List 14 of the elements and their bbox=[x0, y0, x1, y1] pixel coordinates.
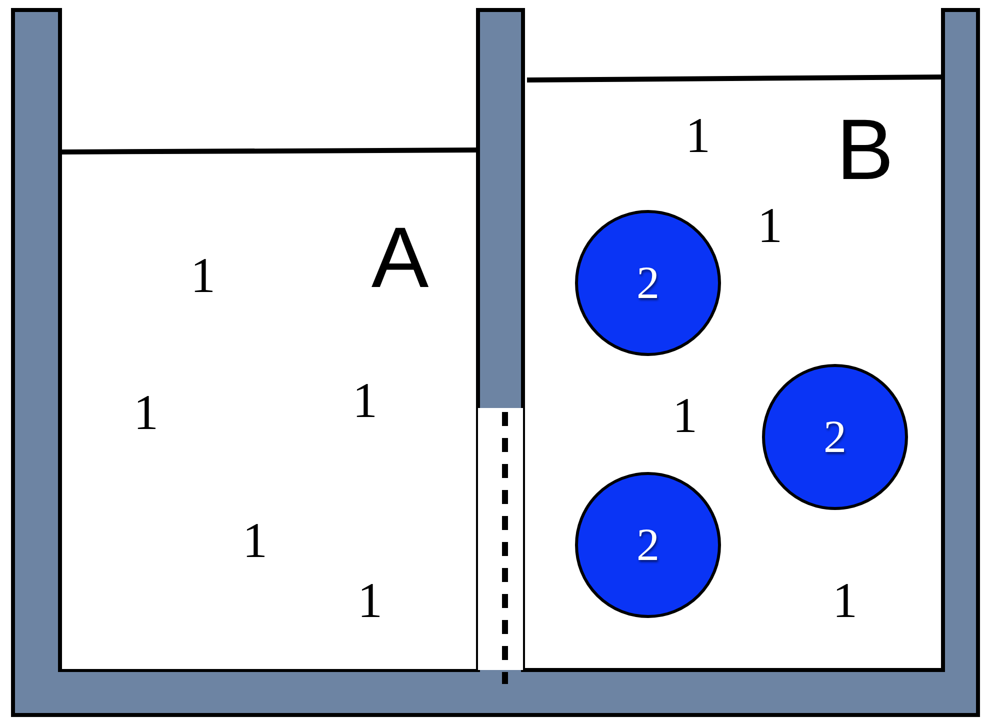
solvent-particle-label: 1 bbox=[352, 375, 378, 425]
solvent-particle-label: 1 bbox=[190, 250, 216, 300]
solvent-particle-label: 1 bbox=[672, 390, 698, 440]
compartment-label: B bbox=[836, 107, 894, 193]
solvent-particle-label: 1 bbox=[758, 200, 782, 250]
compartment-label: A bbox=[371, 215, 429, 301]
particle-label: 2 bbox=[636, 260, 660, 306]
solvent-particle-label: 1 bbox=[242, 515, 268, 565]
particle-label: 2 bbox=[636, 522, 660, 568]
solvent-particle-label: 1 bbox=[686, 110, 710, 160]
solvent-particle-label: 1 bbox=[358, 575, 382, 625]
solvent-particle-label: 1 bbox=[832, 575, 858, 625]
particle-label: 2 bbox=[824, 414, 846, 460]
solvent-particle-label: 1 bbox=[134, 387, 158, 437]
